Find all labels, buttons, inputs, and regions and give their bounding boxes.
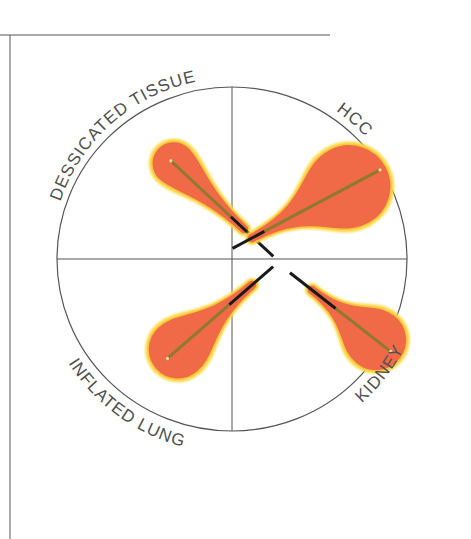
frame-line [0, 35, 330, 36]
outer-circle [57, 87, 407, 431]
antenna-tip [165, 356, 170, 361]
frame-line [10, 35, 11, 539]
antenna-shaft [264, 170, 380, 232]
zone-shape [289, 262, 419, 383]
antenna-handle [229, 267, 273, 305]
antenna-handle [233, 231, 265, 248]
ablation-zone [138, 128, 290, 274]
quadrant-label: INFLATED LUNG [65, 355, 188, 451]
antenna-shaft [336, 308, 391, 351]
zone-halo [286, 259, 424, 388]
zone-halo [225, 125, 410, 281]
zone-shape [136, 259, 276, 392]
quadrant-label: DESSICATED TISSUE [46, 67, 197, 203]
quadrant-label: KIDNEY [351, 341, 407, 406]
ablation-zone [269, 246, 424, 388]
antenna-handle [290, 273, 336, 309]
antenna-shaft [171, 161, 231, 217]
antenna-shaft [167, 305, 229, 359]
quadrant-label: HCC [334, 99, 377, 140]
quadrant-divider [57, 259, 407, 260]
antenna-tip [169, 159, 174, 164]
antenna-tip [378, 168, 382, 172]
ablation-zone [131, 242, 294, 396]
zone-halo [131, 256, 278, 396]
zone-shape [228, 130, 406, 278]
ablation-zone [211, 125, 410, 288]
